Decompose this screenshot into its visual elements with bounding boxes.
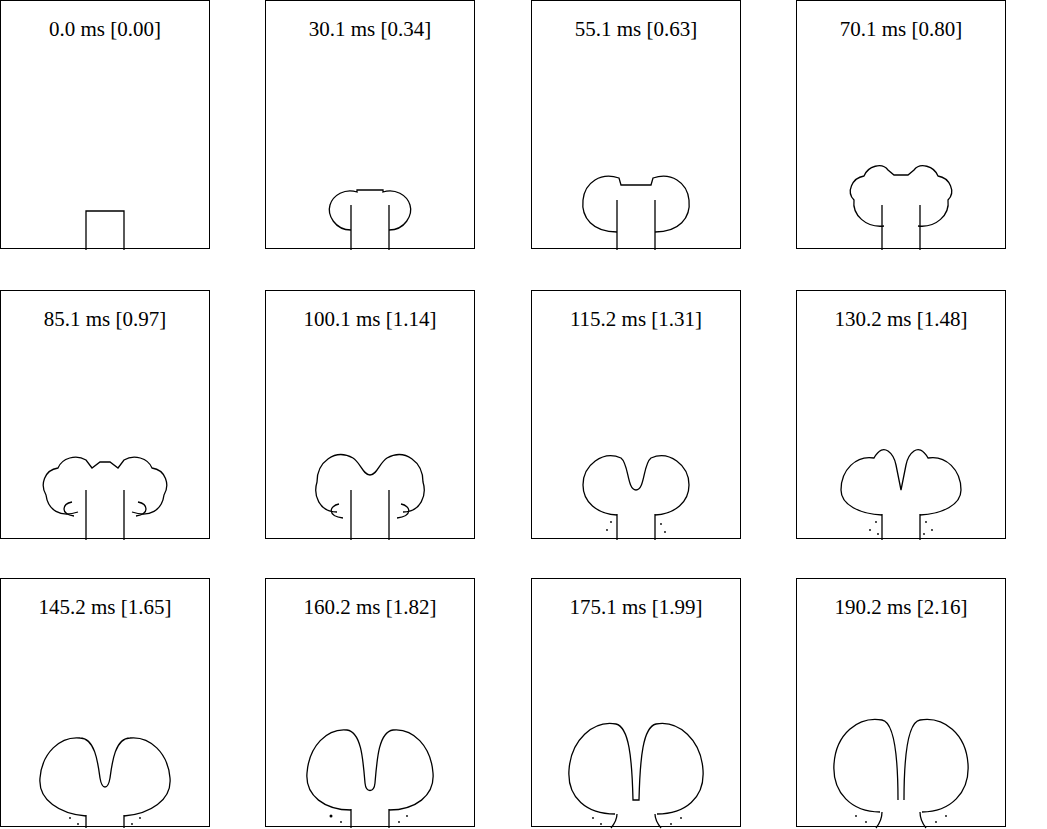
time-label: 160.2 ms [1.82] <box>266 595 474 620</box>
frame-panel: 190.2 ms [2.16] <box>796 578 1006 827</box>
time-label: 85.1 ms [0.97] <box>1 307 209 332</box>
time-label: 100.1 ms [1.14] <box>266 307 474 332</box>
frame-panel: 175.1 ms [1.99] <box>531 578 741 827</box>
time-label: 55.1 ms [0.63] <box>532 17 740 42</box>
frame-panel: 55.1 ms [0.63] <box>531 0 741 249</box>
frame-panel: 160.2 ms [1.82] <box>265 578 475 827</box>
time-label: 0.0 ms [0.00] <box>1 17 209 42</box>
time-label: 30.1 ms [0.34] <box>266 17 474 42</box>
frame-panel: 70.1 ms [0.80] <box>796 0 1006 249</box>
frame-panel: 115.2 ms [1.31] <box>531 290 741 539</box>
frame-panel: 145.2 ms [1.65] <box>0 578 210 827</box>
time-label: 70.1 ms [0.80] <box>797 17 1005 42</box>
frame-panel: 0.0 ms [0.00] <box>0 0 210 249</box>
time-label: 130.2 ms [1.48] <box>797 307 1005 332</box>
frame-panel: 100.1 ms [1.14] <box>265 290 475 539</box>
time-label: 145.2 ms [1.65] <box>1 595 209 620</box>
time-label: 190.2 ms [2.16] <box>797 595 1005 620</box>
frame-panel: 85.1 ms [0.97] <box>0 290 210 539</box>
time-label: 115.2 ms [1.31] <box>532 307 740 332</box>
time-label: 175.1 ms [1.99] <box>532 595 740 620</box>
frame-panel: 30.1 ms [0.34] <box>265 0 475 249</box>
frame-panel: 130.2 ms [1.48] <box>796 290 1006 539</box>
